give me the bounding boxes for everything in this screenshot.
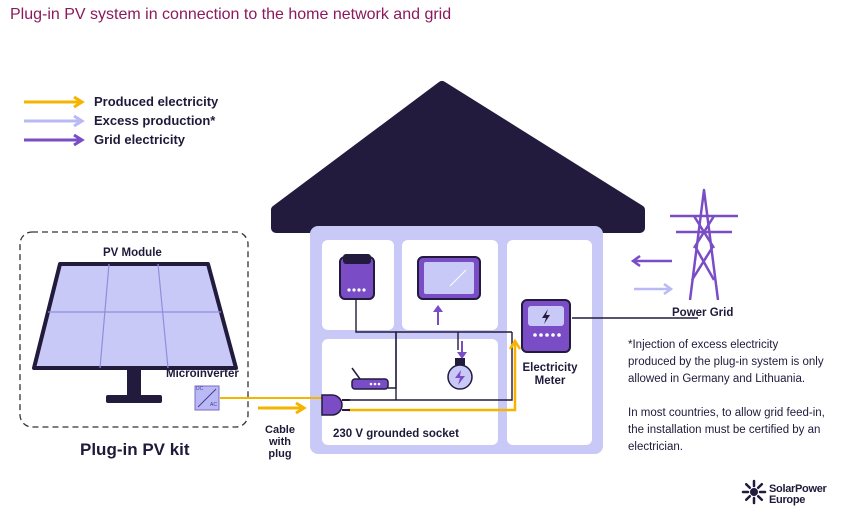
purple-arrow-icon <box>22 133 90 147</box>
inverter-ac-label: AC <box>210 402 217 408</box>
legend-item-produced: Produced electricity <box>22 92 218 111</box>
router-icon <box>351 367 389 390</box>
charger-icon <box>339 254 375 300</box>
plug-socket-icon <box>321 394 350 416</box>
tv-icon <box>417 256 481 300</box>
grid-in-arrow-icon <box>630 254 672 268</box>
meter-label: Electricity Meter <box>518 362 582 388</box>
legend-item-grid: Grid electricity <box>22 130 218 149</box>
cable-label-line: Cable <box>265 424 295 436</box>
footnote: *Injection of excess electricity produce… <box>628 337 828 473</box>
pv-kit-label: Plug-in PV kit <box>80 440 190 459</box>
footnote-paragraph: *Injection of excess electricity produce… <box>628 339 824 385</box>
socket-label: 230 V grounded socket <box>333 428 459 440</box>
grid-wiring <box>348 300 698 401</box>
pv-kit-frame <box>19 231 249 428</box>
brand-line: SolarPower <box>769 483 827 495</box>
sunburst-logo-icon <box>741 479 767 505</box>
house-roof <box>271 81 645 233</box>
pv-panel-icon <box>32 262 238 403</box>
light-bulb-icon <box>447 358 473 390</box>
up-arrow-icon <box>433 305 443 325</box>
inverter-dc-label: DC <box>196 386 204 392</box>
page-title: Plug-in PV system in connection to the h… <box>10 6 452 23</box>
footnote-paragraph: In most countries, to allow grid feed-in… <box>628 407 825 453</box>
cable-label: Cable with plug <box>258 424 302 460</box>
yellow-arrow-icon <box>22 95 90 109</box>
down-arrow-icon <box>457 341 467 359</box>
microinverter-icon <box>194 385 220 411</box>
room-bottom <box>322 339 498 445</box>
cable-label-line: plug <box>268 448 292 460</box>
legend-label: Excess production* <box>94 113 216 128</box>
cable-label-line: with <box>269 436 291 448</box>
power-tower-icon <box>670 188 738 301</box>
lavender-arrow-icon <box>22 114 90 128</box>
pv-module-label: PV Module <box>103 247 162 259</box>
power-grid-label: Power Grid <box>672 307 734 319</box>
legend: Produced electricity Excess production* … <box>22 92 218 149</box>
excess-out-arrow-icon <box>634 282 674 296</box>
legend-item-excess: Excess production* <box>22 111 218 130</box>
brand-line: Europe <box>769 494 806 506</box>
microinverter-label: Microinverter <box>166 368 239 380</box>
produced-electricity-line <box>220 338 522 415</box>
legend-label: Grid electricity <box>94 132 186 147</box>
brand-logo: SolarPower Europe <box>769 484 827 506</box>
legend-label: Produced electricity <box>94 94 219 109</box>
electricity-meter-icon <box>521 299 571 353</box>
meter-label-line: Electricity <box>522 362 578 374</box>
meter-label-line: Meter <box>534 375 566 387</box>
